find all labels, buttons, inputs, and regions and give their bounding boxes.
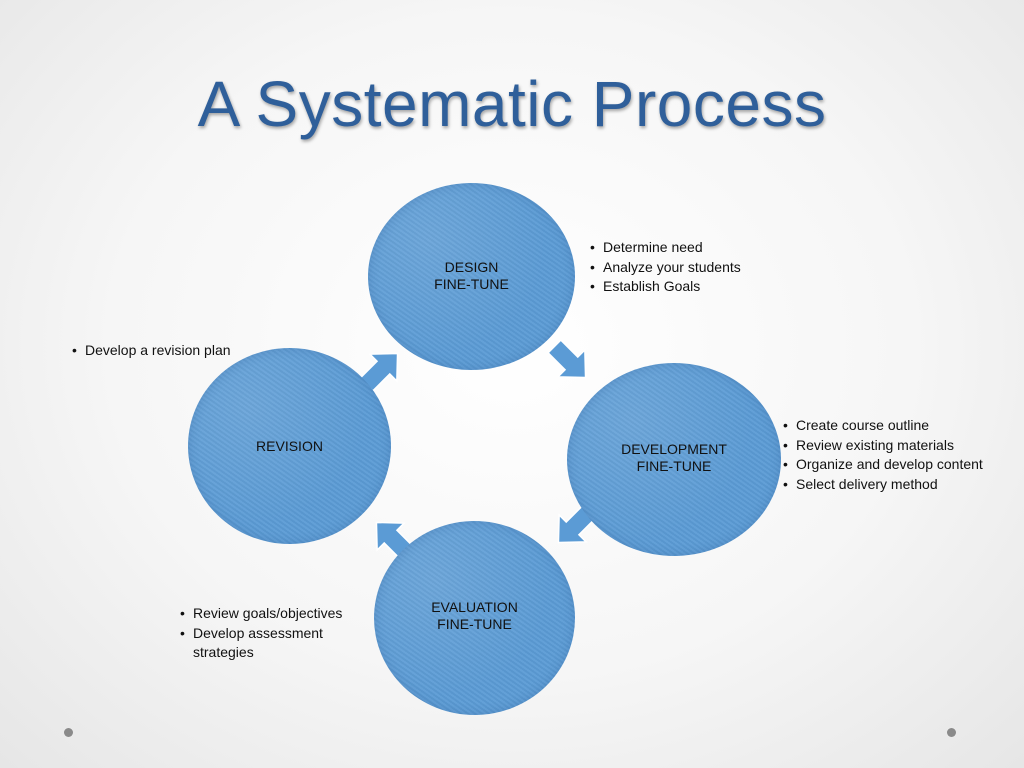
development-node: DEVELOPMENT FINE-TUNE (567, 363, 781, 556)
list-item: Organize and develop content (782, 455, 1020, 475)
development-node-label-2: FINE-TUNE (636, 458, 712, 474)
design-node: DESIGN FINE-TUNE (368, 183, 575, 370)
evaluation-bullet-list: Review goals/objectives Develop assessme… (179, 604, 369, 663)
list-item: Establish Goals (589, 277, 789, 297)
evaluation-node: EVALUATION FINE-TUNE (374, 521, 575, 715)
development-node-label-1: DEVELOPMENT (621, 441, 727, 457)
corner-dot-right (947, 728, 956, 737)
list-item: Review goals/objectives (179, 604, 369, 624)
list-item: Develop assessment strategies (179, 624, 369, 663)
list-item: Create course outline (782, 416, 1020, 436)
corner-dot-left (64, 728, 73, 737)
list-item: Review existing materials (782, 436, 1020, 456)
design-bullet-list: Determine need Analyze your students Est… (589, 238, 789, 297)
revision-bullet-list: Develop a revision plan (71, 341, 271, 361)
list-item: Select delivery method (782, 475, 1020, 495)
arrow-revision-to-design (359, 352, 399, 392)
list-item: Develop a revision plan (71, 341, 271, 361)
page-title: A Systematic Process (197, 68, 827, 140)
list-item: Analyze your students (589, 258, 789, 278)
revision-node-label-1: REVISION (256, 438, 323, 454)
revision-node: REVISION (188, 348, 391, 544)
design-node-label-1: DESIGN (444, 259, 499, 275)
design-node-label-2: FINE-TUNE (434, 276, 509, 292)
evaluation-node-label-2: FINE-TUNE (437, 616, 512, 632)
list-item: Determine need (589, 238, 789, 258)
evaluation-node-label-1: EVALUATION (431, 599, 518, 615)
arrow-design-to-development (547, 339, 587, 379)
development-bullet-list: Create course outline Review existing ma… (782, 416, 1020, 494)
